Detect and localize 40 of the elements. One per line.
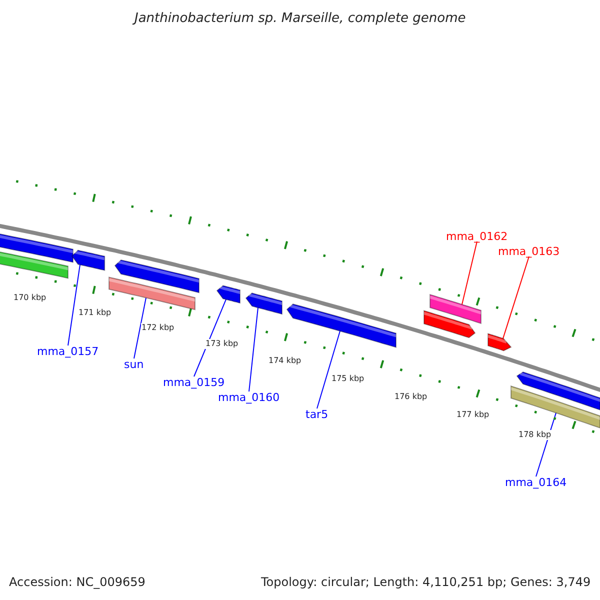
position-label: 176 kbp	[394, 392, 428, 402]
gene-label: sun	[124, 358, 144, 370]
genome-summary: Topology: circular; Length: 4,110,251 bp; Genes: 3,749	[261, 576, 591, 588]
gene-label: mma_0164	[505, 476, 567, 488]
gene-block	[71, 250, 106, 271]
gene-label: tar5	[306, 408, 328, 420]
leader-line	[134, 297, 146, 359]
gene-block	[114, 259, 200, 294]
gene-bar	[0, 249, 68, 279]
gene-bar	[0, 231, 74, 263]
position-label: 172 kbp	[140, 323, 176, 333]
position-label: 175 kbp	[330, 374, 366, 384]
gene-label: mma_0163	[498, 246, 560, 256]
leader-line	[316, 330, 340, 409]
gene-label: mma_0159	[163, 376, 225, 388]
title: Janthinobacterium sp. Marseille, complete genome	[134, 12, 466, 24]
position-label: 178 kbp	[518, 430, 552, 440]
position-label: 171 kbp	[78, 308, 112, 318]
leader-line	[248, 307, 258, 392]
gene-block	[424, 310, 476, 338]
gene-bar	[430, 294, 482, 324]
gene-bar	[108, 276, 196, 310]
gene-label: mma_0162	[446, 230, 508, 242]
gene-block	[488, 333, 512, 352]
leader-line	[194, 298, 226, 377]
position-label: 173 kbp	[204, 339, 240, 349]
position-label: 174 kbp	[268, 356, 302, 366]
gene-label: mma_0157	[37, 346, 99, 356]
position-label: 170 kbp	[12, 293, 48, 303]
gene-bar	[510, 385, 600, 429]
leader-line	[462, 241, 478, 305]
gene-label: mma_0160	[218, 392, 280, 402]
leader-line	[502, 256, 530, 339]
gene-block	[216, 285, 240, 304]
leader-line	[68, 264, 80, 346]
gene-block	[516, 371, 600, 411]
accession-text: Accession: NC_009659	[9, 576, 146, 588]
gene-block	[245, 292, 282, 315]
position-label: 177 kbp	[456, 410, 490, 420]
gene-block	[286, 304, 396, 348]
